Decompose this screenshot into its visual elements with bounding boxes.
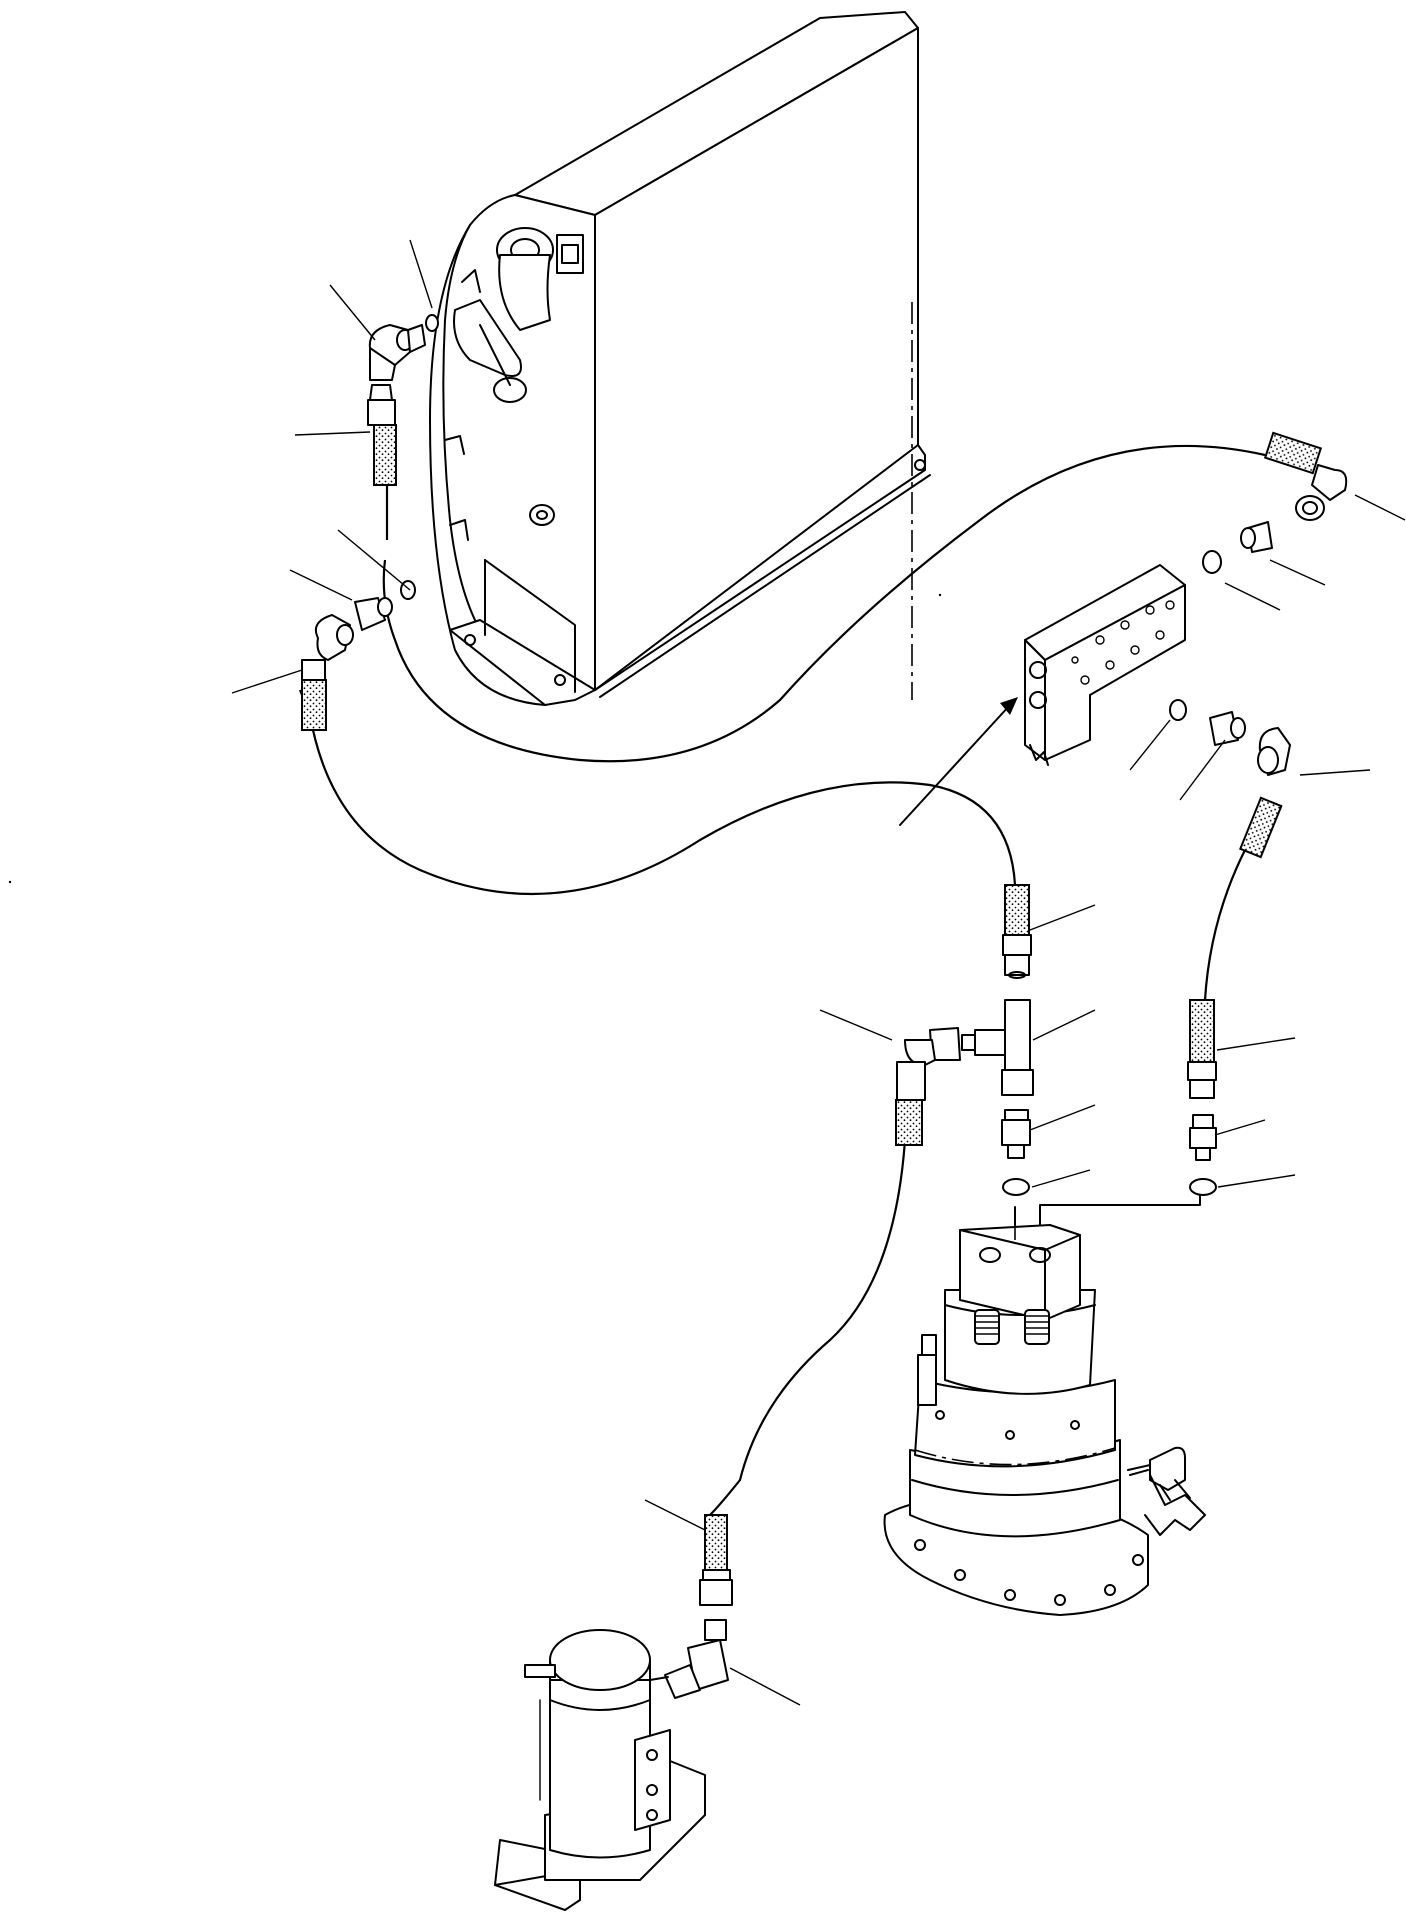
callout-leaders (231, 239, 1406, 1706)
leader-2 (329, 284, 376, 341)
leader-18 (1216, 1037, 1296, 1051)
leader-12 (1299, 769, 1371, 776)
hose-cooler-to-manifold (382, 444, 1266, 763)
leader-22 (729, 1667, 801, 1706)
leader-1 (409, 239, 433, 309)
leader-19 (1214, 1119, 1266, 1136)
leader-5 (289, 569, 353, 601)
leader-16 (1029, 1104, 1096, 1131)
swing-motor (883, 1189, 1206, 1616)
leader-10 (1129, 719, 1171, 771)
leader-21 (644, 1499, 706, 1531)
manifold-block (899, 564, 1186, 826)
leader-15 (1032, 1009, 1096, 1041)
leader-14 (819, 1009, 893, 1041)
leader-13 (1029, 904, 1096, 931)
leader-17 (1031, 1169, 1091, 1188)
leader-11 (1179, 739, 1226, 801)
leader-6 (231, 669, 303, 694)
leader-20 (1217, 1174, 1296, 1188)
swivel-joint (494, 1629, 706, 1911)
hose-cooler-to-tee (308, 714, 1017, 896)
leader-8 (1269, 559, 1326, 586)
leader-4 (337, 529, 411, 591)
leader-3 (294, 431, 371, 436)
fittings (301, 314, 1348, 1699)
leader-9 (1224, 582, 1281, 611)
leader-7 (1354, 494, 1406, 521)
hose-manifold-to-motor (1203, 849, 1246, 1001)
oil-cooler (429, 11, 931, 706)
